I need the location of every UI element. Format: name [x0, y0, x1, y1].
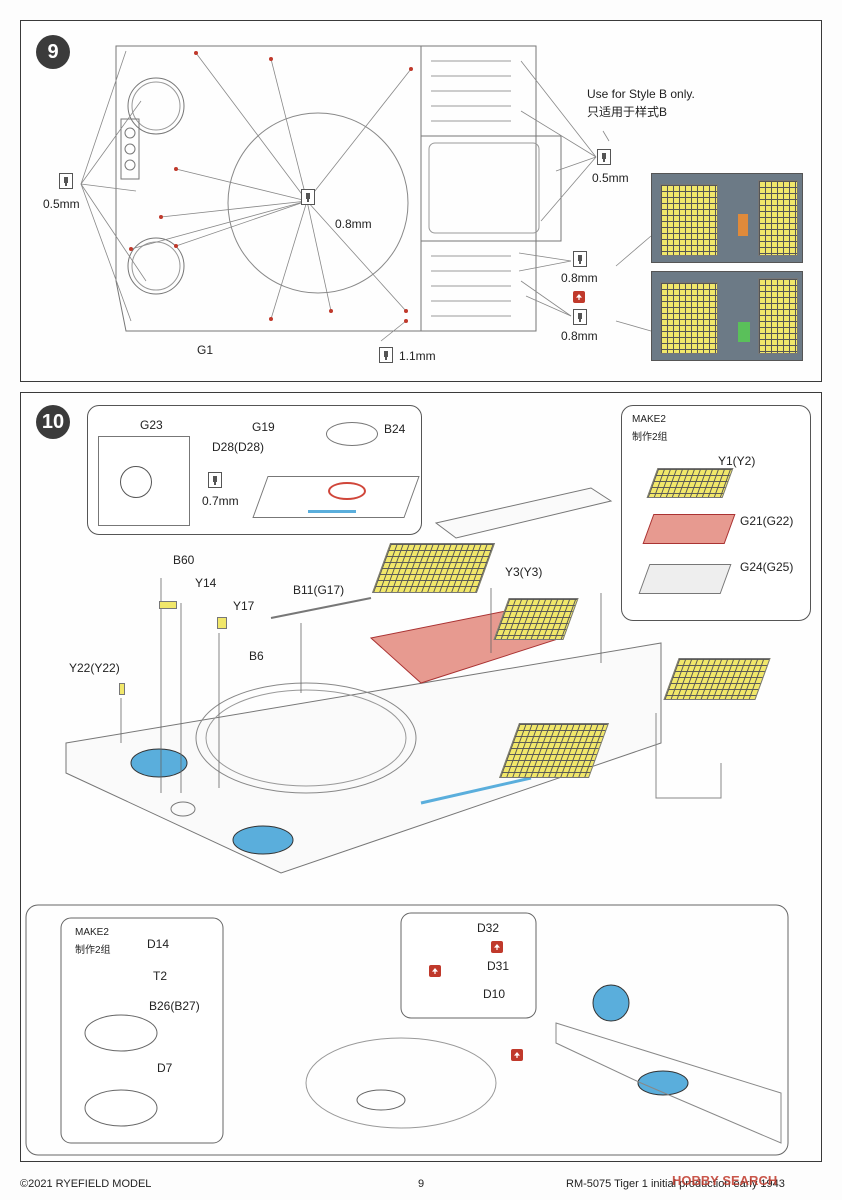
- mesh-y3-left: [371, 543, 496, 593]
- green-part: [738, 322, 750, 342]
- style-b-note-cn: 只适用于样式B: [587, 105, 668, 119]
- label-y14: Y14: [195, 576, 217, 590]
- mesh-screen: [758, 180, 798, 256]
- warning-icon: [491, 941, 503, 953]
- drill-icon: [379, 347, 393, 363]
- watermark: HOBBY SEARCH: [672, 1173, 778, 1188]
- orange-part: [738, 214, 748, 236]
- label-0-8mm-center: 0.8mm: [335, 217, 372, 231]
- hatch-plate: [98, 436, 190, 526]
- label-b11: B11(G17): [293, 583, 345, 597]
- label-d28: D28(D28): [212, 440, 265, 454]
- label-d31: D31: [487, 959, 510, 973]
- make2-grill-detail: MAKE2 制作2组 Y1(Y2) G21(G22) G24(G25): [621, 405, 811, 621]
- label-y3: Y3(Y3): [505, 565, 543, 579]
- yellow-part-y22: [119, 683, 125, 695]
- drill-icon: [573, 251, 587, 267]
- make2-bottom-title: MAKE2: [75, 927, 109, 938]
- label-b24: B24: [384, 422, 406, 436]
- label-y1: Y1(Y2): [718, 454, 756, 468]
- drill-icon: [597, 149, 611, 165]
- step-9-number: 9: [36, 35, 70, 69]
- make2-cn: 制作2组: [632, 432, 668, 443]
- mesh-separate: [663, 658, 771, 700]
- label-g1: G1: [197, 343, 214, 357]
- label-g24: G24(G25): [740, 560, 794, 574]
- label-y17: Y17: [233, 599, 255, 613]
- hatch-circle: [120, 466, 152, 498]
- step-10-drawing: [25, 487, 789, 1156]
- mesh-screen: [660, 282, 718, 354]
- make2-bottom-cn: 制作2组: [75, 945, 111, 956]
- copyright: ©2021 RYEFIELD MODEL: [20, 1178, 152, 1190]
- b24-round-part: [326, 422, 378, 446]
- step-9-panel: 9: [20, 20, 822, 382]
- drill-icon: [59, 173, 73, 189]
- label-y22: Y22(Y22): [69, 661, 120, 675]
- label-0-5mm-left: 0.5mm: [43, 197, 80, 211]
- make2-title: MAKE2: [632, 414, 666, 425]
- label-0-8mm-b: 0.8mm: [561, 329, 598, 343]
- label-t2: T2: [153, 969, 168, 983]
- warning-icon: [429, 965, 441, 977]
- label-g19: G19: [252, 420, 275, 434]
- blue-rod: [308, 510, 356, 513]
- step-10-number: 10: [36, 405, 70, 439]
- step-10-panel: 10 G23 0.7mm G19 B24 D28(D28) MAKE2 制作2组…: [20, 392, 822, 1162]
- photo-detail-bottom: [651, 271, 803, 361]
- photo-detail-top: [651, 173, 803, 263]
- yellow-part-y14: [159, 601, 177, 609]
- label-d14: D14: [147, 937, 170, 951]
- yellow-part-y17: [217, 617, 227, 629]
- style-b-note-en: Use for Style B only.: [587, 87, 695, 101]
- label-d10: D10: [483, 987, 506, 1001]
- label-0-8mm-a: 0.8mm: [561, 271, 598, 285]
- label-g21: G21(G22): [740, 514, 794, 528]
- label-1-1mm: 1.1mm: [399, 349, 436, 363]
- label-b60: B60: [173, 553, 195, 567]
- label-0-7mm: 0.7mm: [202, 494, 239, 508]
- mesh-screen: [660, 184, 718, 256]
- label-b6: B6: [249, 649, 264, 663]
- inset-hatch-detail: G23 0.7mm G19 B24 D28(D28): [87, 405, 422, 535]
- warning-icon: [573, 291, 585, 303]
- drill-icon: [573, 309, 587, 325]
- label-d7: D7: [157, 1061, 173, 1075]
- mesh-screen: [758, 278, 798, 354]
- drill-icon: [208, 472, 222, 488]
- label-g23: G23: [140, 418, 163, 432]
- page-number: 9: [418, 1178, 425, 1190]
- label-d32: D32: [477, 921, 500, 935]
- arrow-icon: [511, 1049, 523, 1061]
- label-0-5mm-right: 0.5mm: [592, 171, 629, 185]
- product-code: RM-5075 Tiger 1 initial production early…: [566, 1178, 785, 1190]
- step-9-drawing: [80, 45, 652, 342]
- label-b26: B26(B27): [149, 999, 200, 1013]
- drill-icon: [301, 189, 315, 205]
- red-ring: [328, 482, 366, 500]
